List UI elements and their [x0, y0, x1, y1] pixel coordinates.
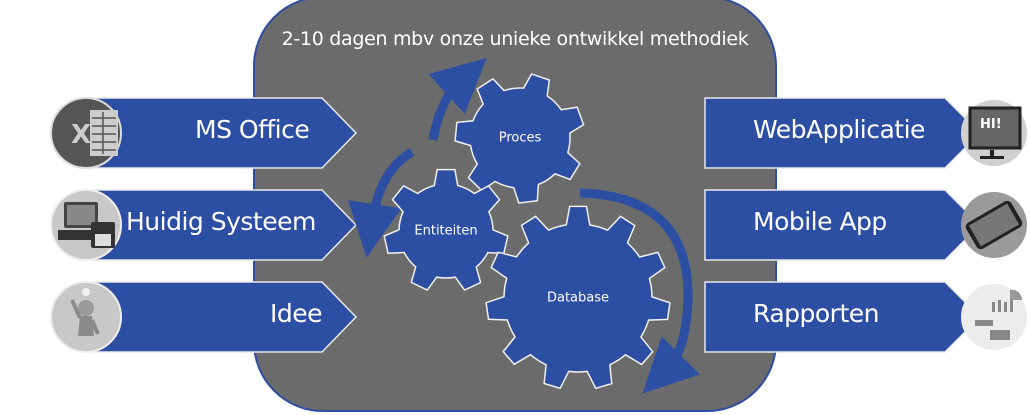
computer-floppy-icon: [50, 189, 122, 261]
input-label-ms-office: MS Office: [195, 115, 310, 144]
output-label-mobile-app: Mobile App: [753, 207, 887, 236]
svg-text:X: X: [71, 120, 91, 150]
output-banner-rapporten: [704, 281, 982, 353]
gear-proces: [454, 73, 585, 204]
gear-label-entiteiten: Entiteiten: [414, 223, 478, 239]
arrow-entiteiten-to-proces: [428, 57, 487, 141]
arrow-database-around: [579, 188, 700, 394]
input-label-huidig-systeem: Huidig Systeem: [126, 207, 316, 236]
output-banner-webapplicatie: [704, 97, 982, 169]
input-label-idee: Idee: [270, 299, 323, 328]
monitor-hi-icon: HI!: [961, 100, 1027, 166]
reporting-icon: [961, 284, 1027, 350]
gear-label-database: Database: [546, 290, 610, 306]
svg-text:HI!: HI!: [980, 117, 1002, 132]
arrow-to-entiteiten-left: [348, 148, 415, 258]
output-banner-mobile-app: [704, 189, 982, 261]
panel-title: 2-10 dagen mbv onze unieke ontwikkel met…: [281, 28, 749, 50]
smartphone-icon: [961, 192, 1027, 258]
excel-icon: X: [50, 97, 122, 169]
gear-label-proces: Proces: [498, 130, 542, 146]
idea-person-icon: [50, 281, 122, 353]
gear-entiteiten: [383, 168, 509, 292]
output-label-webapplicatie: WebApplicatie: [753, 115, 925, 144]
gear-database: [485, 205, 671, 390]
output-label-rapporten: Rapporten: [753, 299, 879, 328]
